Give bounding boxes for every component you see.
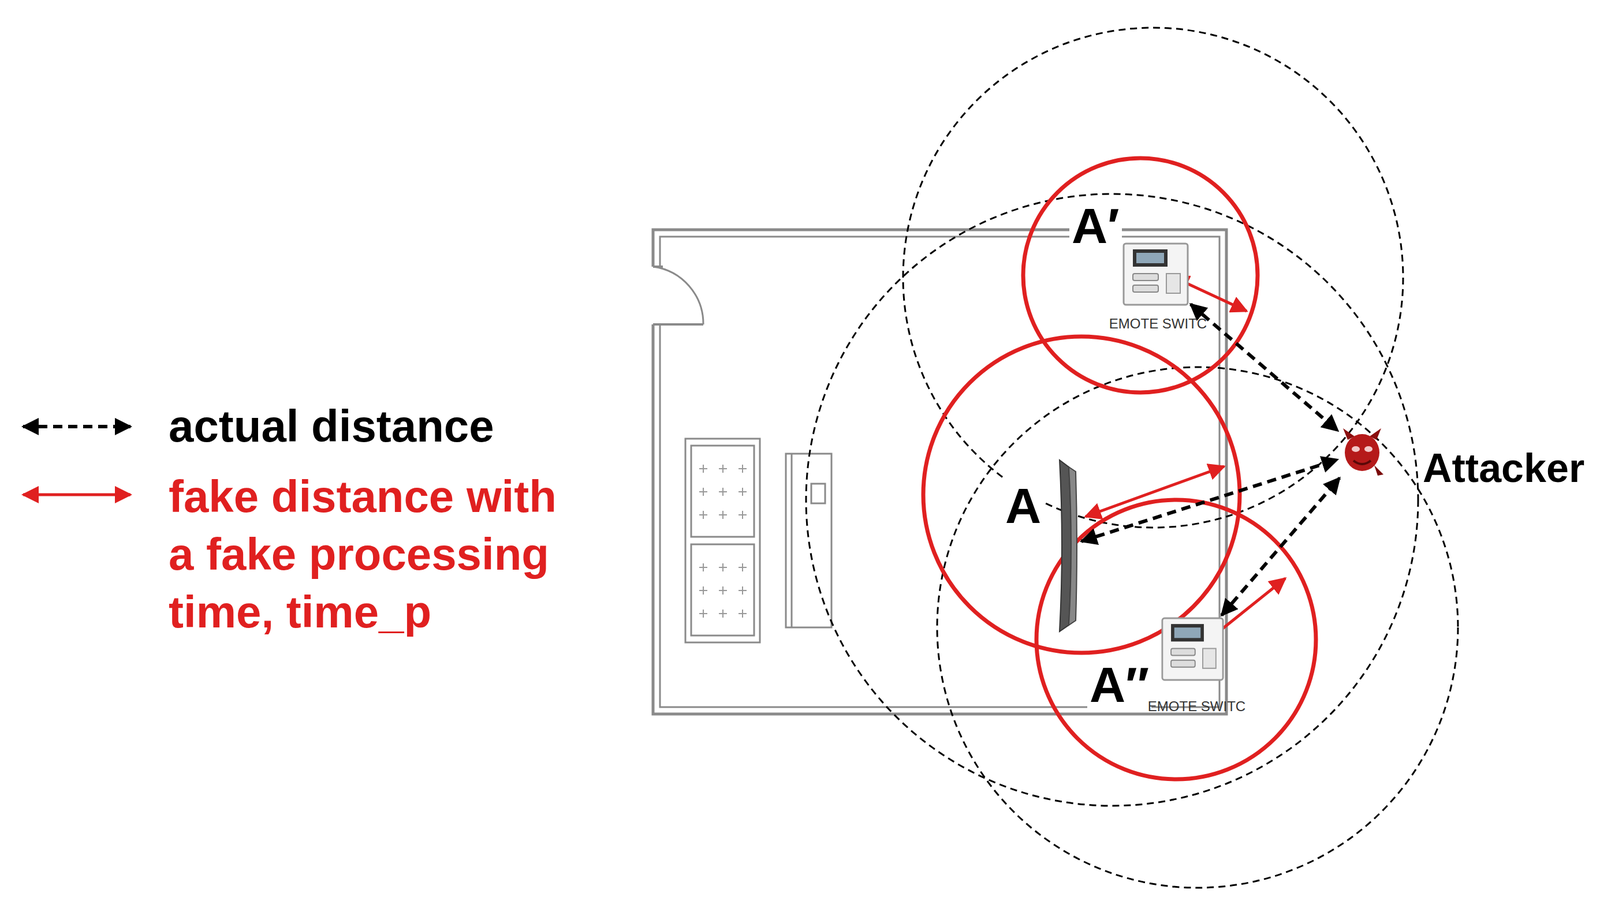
device-label: A xyxy=(1002,478,1044,534)
actual-distance-arrow xyxy=(1221,478,1340,616)
fridge xyxy=(785,453,832,628)
range-circle xyxy=(806,27,1458,889)
attacker-label: Attacker xyxy=(1420,446,1587,491)
device-label: A′ xyxy=(1069,198,1122,254)
remote-switch: A′EMOTE SWITC xyxy=(1122,242,1189,307)
actual-distance-arrow xyxy=(1081,459,1338,542)
legend-sample-dashed xyxy=(23,424,131,429)
monitor-icon xyxy=(1056,459,1080,633)
remote-switch: A″EMOTE SWITC xyxy=(1161,617,1225,682)
device-caption: EMOTE SWITC xyxy=(1143,699,1250,715)
actual-distance-arrow xyxy=(1190,304,1338,431)
monitor: A xyxy=(1056,459,1080,633)
door xyxy=(650,266,704,325)
legend-text: fake distance with a fake processing tim… xyxy=(168,467,591,641)
fake-range-circle xyxy=(923,158,1316,780)
device-label: A″ xyxy=(1087,657,1152,713)
device-caption: EMOTE SWITC xyxy=(1105,316,1211,332)
attacker: Attacker xyxy=(1339,427,1385,477)
legend-sample-red xyxy=(23,493,131,497)
switch-icon xyxy=(1122,242,1189,307)
legend-text: actual distance xyxy=(168,401,495,452)
attacker-icon xyxy=(1339,427,1385,477)
fake-distance-arrow xyxy=(1085,277,1286,647)
bed xyxy=(685,438,760,643)
switch-icon xyxy=(1161,617,1225,682)
